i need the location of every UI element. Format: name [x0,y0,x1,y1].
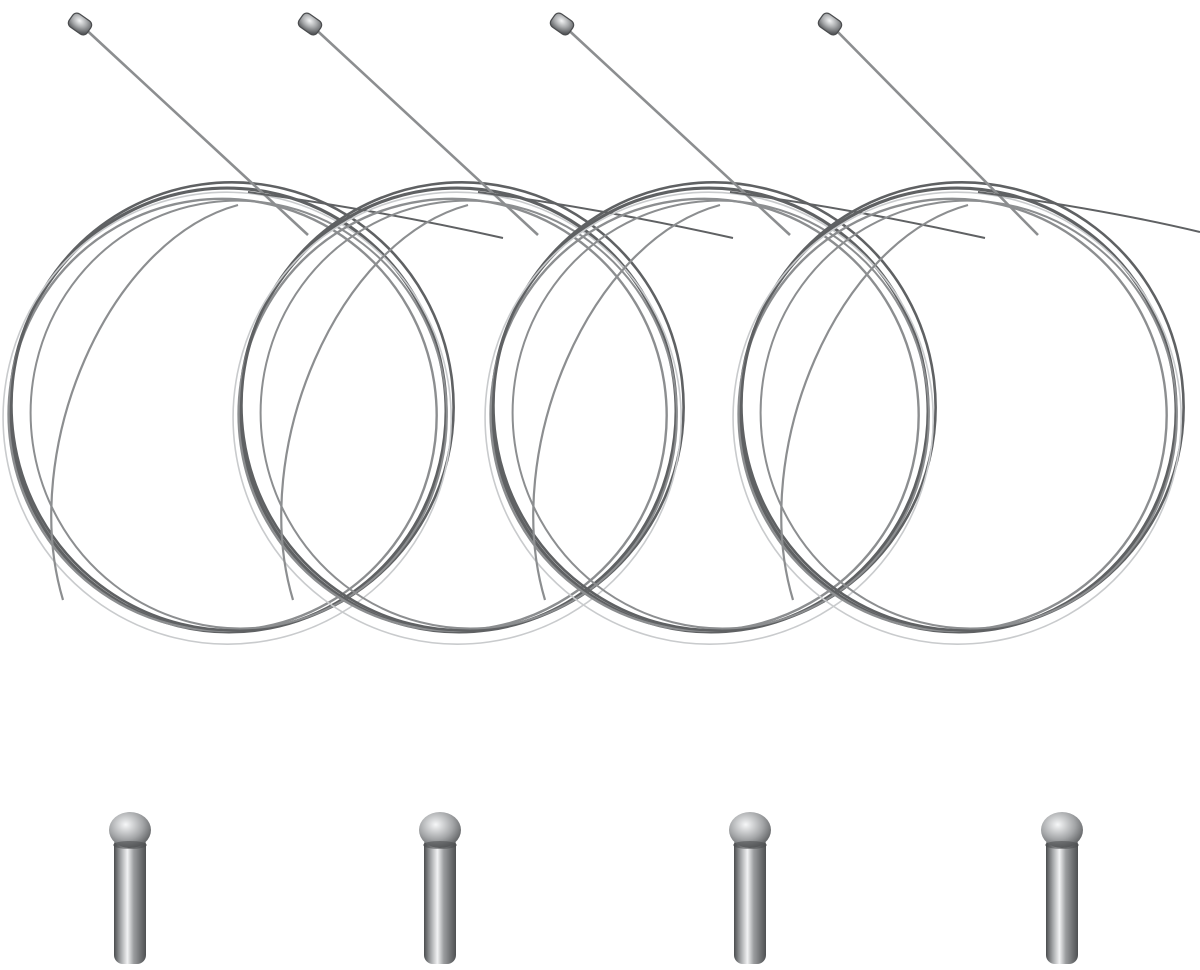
cable-head [817,12,843,36]
end-cap-body [114,836,146,964]
cable-lead-wire [561,23,791,236]
cable-lead-wire [79,23,309,236]
cable-head-barrel [67,12,93,36]
cable-strand [780,203,969,601]
end-cap-body [424,836,456,964]
cable-loop [240,181,685,632]
cable-coil [2,12,504,645]
cable-loop [29,199,448,630]
cable-group [2,12,1200,645]
end-cap-head [1041,812,1083,848]
cable-loop [492,181,937,632]
cable-loop [484,191,934,645]
cable-loop [759,199,1178,630]
cable-end-cap [1041,812,1083,964]
end-cap-collar [423,841,457,849]
end-cap-collar [1045,841,1079,849]
cable-loop [740,181,1185,632]
cable-head [297,12,323,36]
cable-loop [2,191,452,645]
cable-loop [259,199,678,630]
cable-loop [232,191,682,645]
end-cap-collar [113,841,147,849]
cable-end-cap [729,812,771,964]
end-cap-group [109,812,1083,964]
cable-end-cap [419,812,461,964]
end-cap-head [109,812,151,848]
cable-lead-wire [309,23,539,236]
end-cap-collar [733,841,767,849]
cable-tail [977,191,1200,233]
end-cap-body [734,836,766,964]
end-cap-head [729,812,771,848]
cable-loop [10,181,455,632]
cable-coil [732,12,1200,645]
cable-head-barrel [817,12,843,36]
cable-head-barrel [549,12,575,36]
cable-head [67,12,93,36]
cable-strand [280,203,469,601]
cable-strand [532,203,721,601]
cable-end-cap [109,812,151,964]
cable-loop [732,191,1182,645]
cable-coil [484,12,986,645]
cable-head [549,12,575,36]
end-cap-head [419,812,461,848]
cable-head-barrel [297,12,323,36]
cable-lead-wire [829,23,1039,236]
cable-loop [511,199,930,630]
end-cap-body [1046,836,1078,964]
cable-strand [50,203,239,601]
